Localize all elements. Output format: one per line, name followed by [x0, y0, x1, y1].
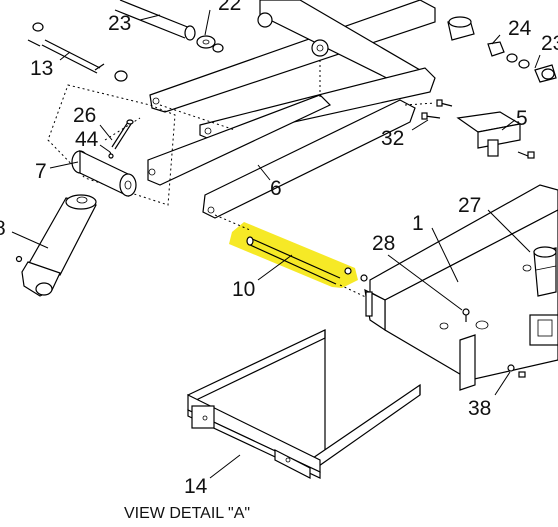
callout-6: 6 [270, 177, 282, 200]
part-5-bracket [456, 111, 535, 159]
callout-44: 44 [75, 128, 99, 151]
part-6-arm [202, 99, 416, 219]
callout-22: 22 [218, 0, 241, 15]
callout-24: 24 [508, 17, 532, 40]
part-44-bolt [108, 151, 114, 159]
part-23-shaft [114, 0, 196, 41]
callout-32: 32 [381, 127, 404, 150]
callout-10: 10 [232, 278, 255, 301]
view-caption: VIEW DETAIL "A" [124, 505, 250, 522]
part-23b-bolt [534, 64, 557, 83]
part-32-bolts [404, 99, 453, 120]
detail-box-7 [47, 84, 176, 206]
part-13-pin [41, 39, 128, 82]
part-14-uframe [187, 329, 421, 479]
callout-13: 13 [30, 57, 53, 80]
part-1-frame [364, 184, 558, 391]
part-10-pin [246, 236, 368, 285]
callout-27: 27 [458, 194, 481, 217]
washer-small [32, 22, 44, 32]
callout-8: 8 [0, 217, 6, 240]
part-8-cylinder [15, 194, 97, 297]
callout-38: 38 [468, 397, 491, 420]
callout-7: 7 [35, 160, 47, 183]
part-7-mount [71, 150, 137, 197]
callout-5: 5 [516, 107, 528, 130]
part-26-bolt [111, 119, 134, 150]
part-38-bolt [507, 364, 526, 378]
scissor-arm-upper [149, 0, 436, 113]
callout-1: 1 [412, 212, 424, 235]
part-22-washer [196, 35, 224, 53]
callout-23a: 23 [108, 12, 131, 35]
part-24-fitting [447, 16, 530, 69]
part-28-screw [462, 308, 470, 322]
scissor-arm-middle [147, 67, 436, 186]
part-27-post [533, 246, 557, 297]
callout-26: 26 [73, 104, 96, 127]
callout-28: 28 [372, 232, 395, 255]
callout-23b: 23 [541, 32, 558, 55]
callout-14: 14 [184, 475, 208, 498]
